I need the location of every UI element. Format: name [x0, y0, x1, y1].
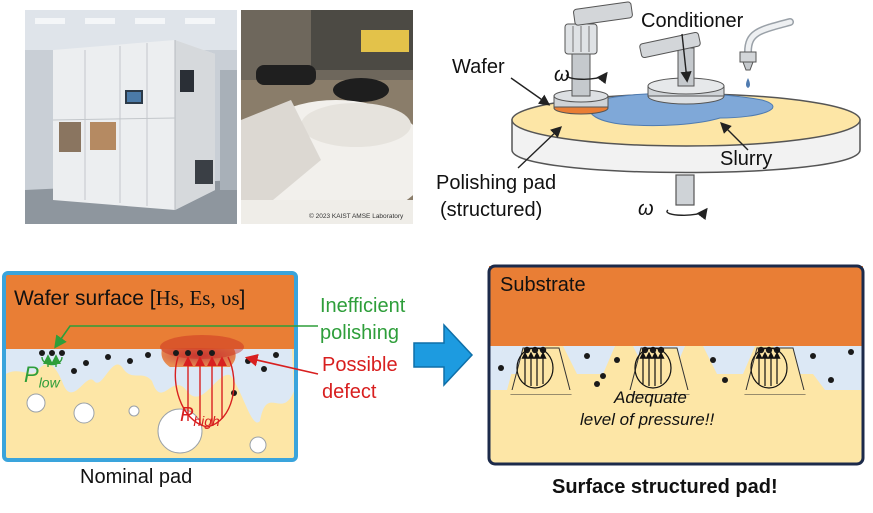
label-pad-structured: (structured)	[440, 199, 543, 221]
cmp-schematic	[510, 1, 861, 221]
wafer-surface-block	[4, 273, 296, 349]
caption-nominal-pad: Nominal pad	[80, 466, 193, 488]
substrate-block	[489, 266, 863, 346]
label-wafer: Wafer	[452, 56, 505, 78]
label-p-high: Phigh	[180, 404, 220, 429]
label-conditioner: Conditioner	[641, 10, 744, 32]
nominal-pad-panel	[2, 271, 298, 462]
label-omega-bottom: ω	[638, 198, 654, 220]
photo-credit-text: © 2023 KAIST AMSE Laboratory	[309, 212, 404, 220]
label-slurry: Slurry	[720, 148, 773, 170]
caption-structured-pad: Surface structured pad!	[552, 476, 778, 498]
label-polishing-pad: Polishing pad	[436, 172, 557, 194]
wafer-surface-close: ]	[239, 287, 246, 310]
label-adequate: Adequate	[614, 388, 687, 407]
cmp-interior-photo: © 2023 KAIST AMSE Laboratory	[241, 10, 413, 224]
transition-arrow	[413, 323, 474, 387]
structured-pad-panel	[487, 264, 865, 466]
label-substrate: Substrate	[500, 274, 586, 296]
wafer-surface-text: Wafer surface [	[14, 287, 156, 310]
label-inefficient: Inefficient	[320, 295, 406, 317]
label-level-of-pressure: level of pressure!!	[580, 410, 715, 429]
label-polishing: polishing	[320, 322, 399, 344]
label-p-low: Plow	[24, 362, 60, 391]
cmp-machine-photo	[25, 10, 237, 224]
wafer-surface-symbols: Hs, Es, υs	[155, 286, 240, 310]
label-defect: defect	[322, 381, 377, 403]
wafer-surface-title: Wafer surface [Hs, Es, υs]	[14, 286, 245, 311]
label-omega-top: ω	[554, 64, 570, 86]
label-possible: Possible	[322, 354, 398, 376]
